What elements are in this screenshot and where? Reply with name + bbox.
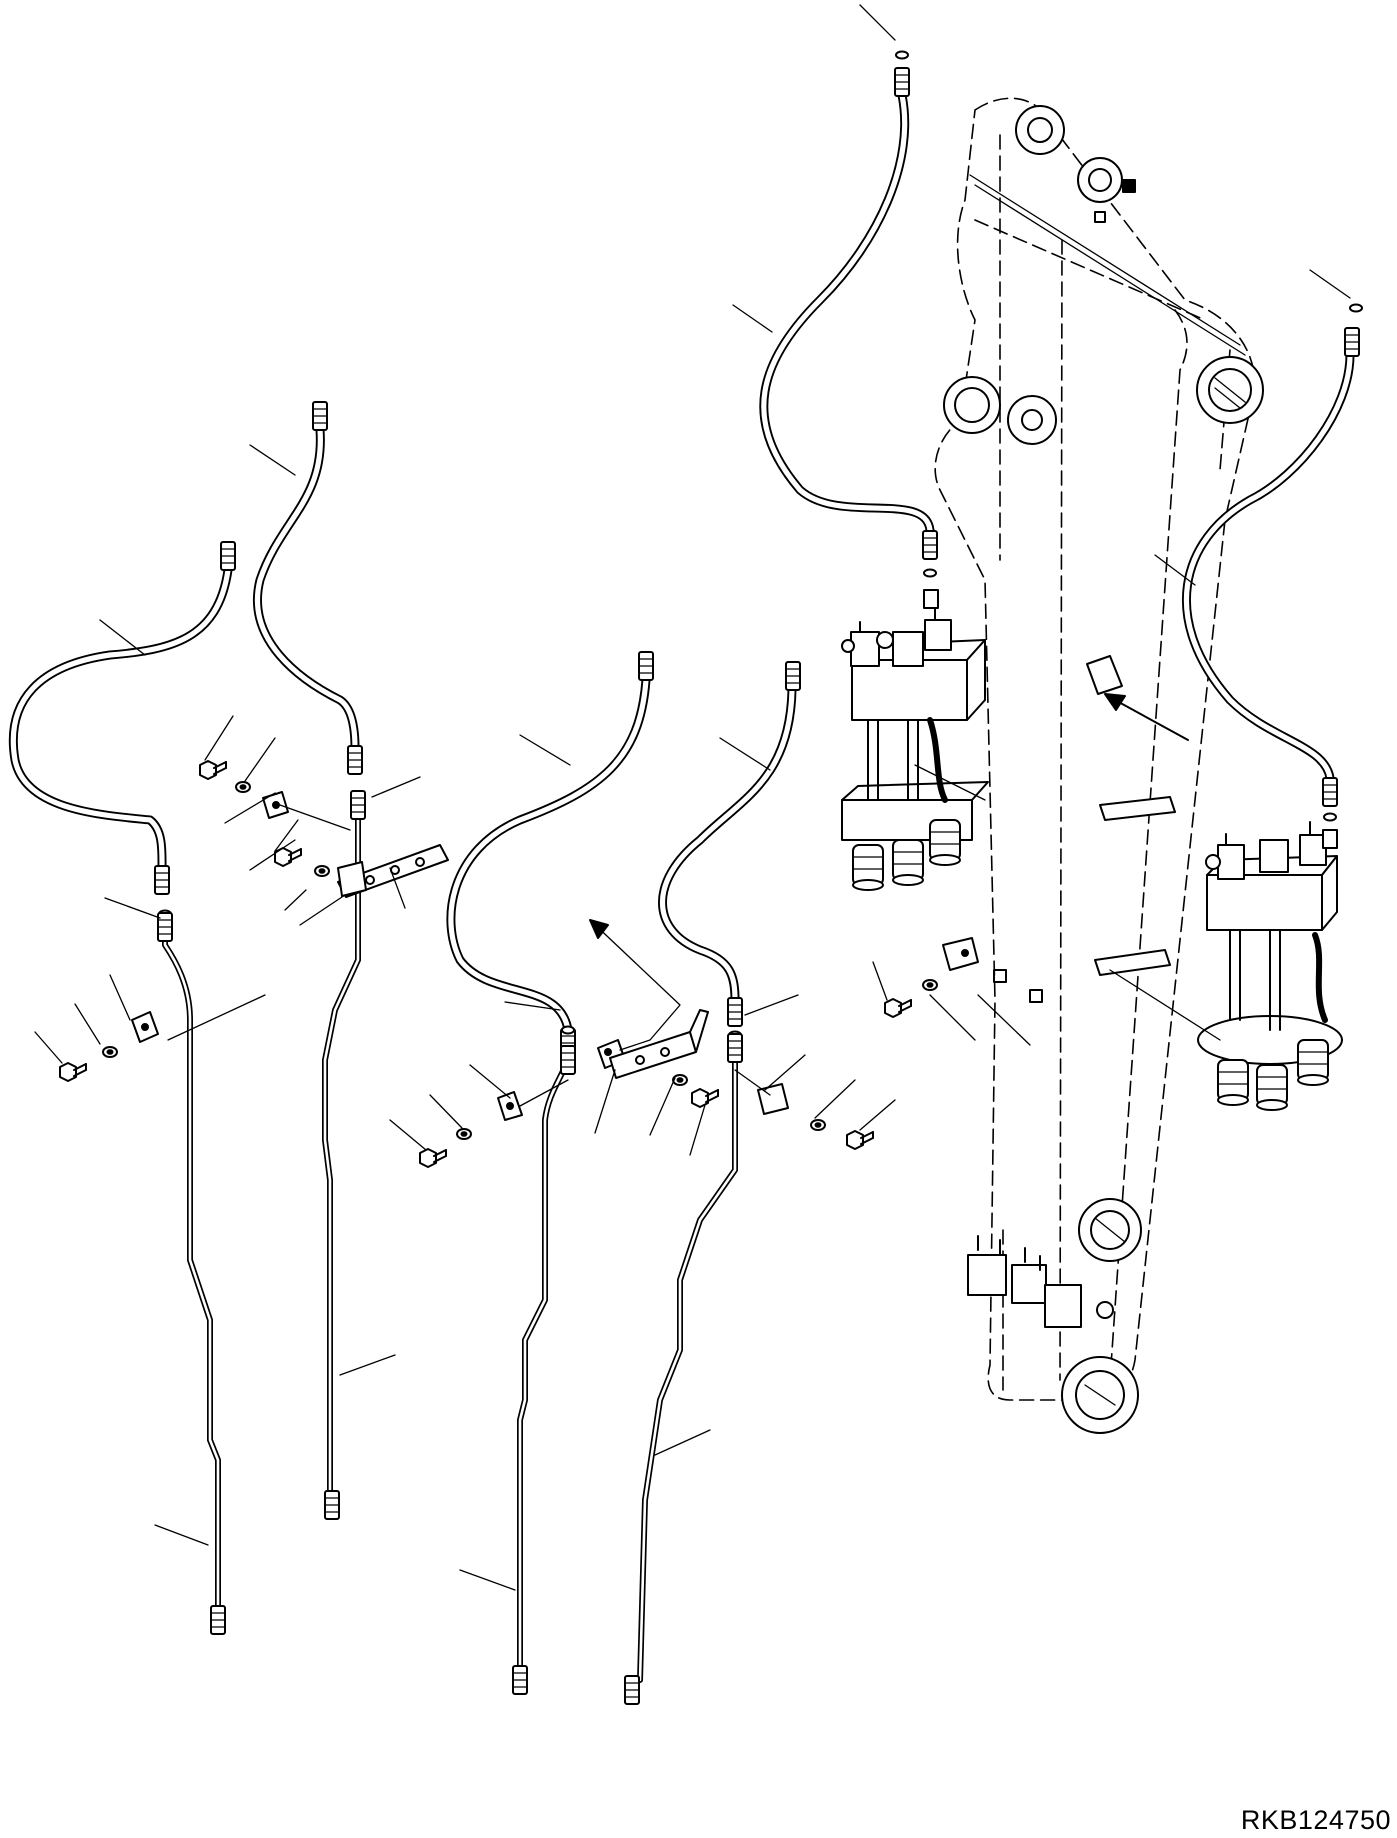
upper-manifold [841,607,989,891]
tube-2 [322,790,366,1520]
hose-center-1 [446,651,654,1058]
tube-4 [624,1033,743,1705]
hose-top-right [1182,303,1363,849]
right-manifold [1109,821,1343,1111]
hose-center-2 [658,661,801,1040]
callout-leaders [34,4,1351,1591]
drawing-code-label: RKB124750 [1240,1805,1391,1835]
hose-left-2 [253,401,365,801]
tube-1 [157,912,226,1635]
hardware [59,760,979,1168]
tube-3 [512,1045,576,1695]
hose-top-center [759,50,939,609]
lower-valve-block [967,1235,1082,1328]
arm-structure [934,97,1264,1434]
hose-left-1 [8,541,236,919]
